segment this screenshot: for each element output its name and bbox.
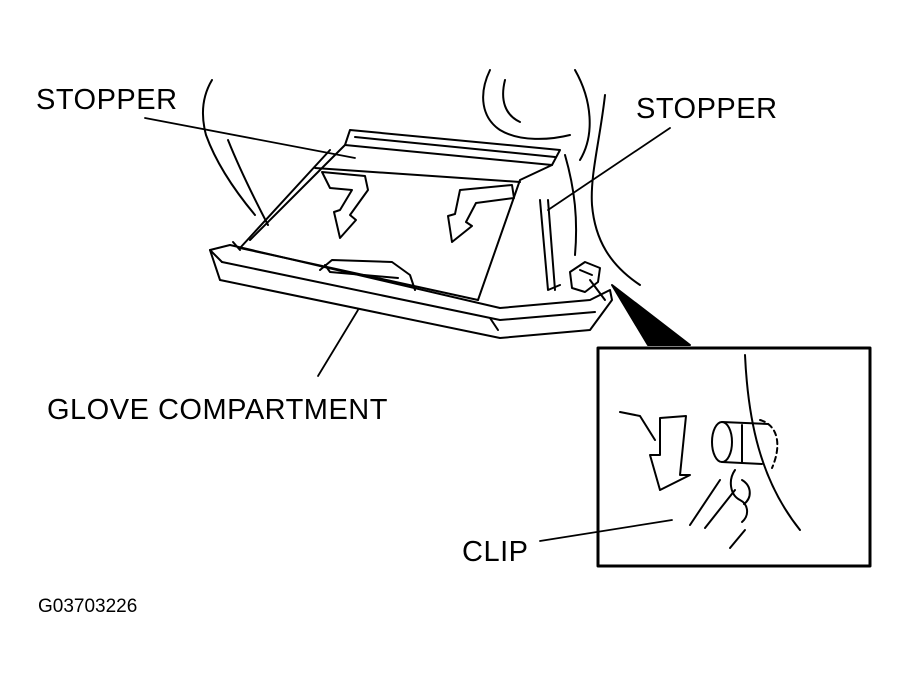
detail-frame bbox=[596, 346, 872, 568]
figure-id: G03703226 bbox=[38, 596, 138, 617]
glove-compartment-box bbox=[209, 129, 613, 339]
detail-content bbox=[619, 354, 801, 549]
stopper-arrow-left bbox=[321, 171, 369, 239]
dashboard-outline bbox=[201, 69, 641, 286]
stopper-arrow-right bbox=[447, 184, 515, 243]
detail-pointer bbox=[611, 284, 691, 346]
glove-compartment-label: GLOVE COMPARTMENT bbox=[47, 394, 388, 426]
stopper-label-left: STOPPER bbox=[36, 84, 178, 116]
clip-label: CLIP bbox=[462, 536, 529, 568]
side-clip bbox=[569, 261, 606, 301]
leader-lines bbox=[144, 117, 673, 542]
stopper-label-right: STOPPER bbox=[636, 93, 778, 125]
